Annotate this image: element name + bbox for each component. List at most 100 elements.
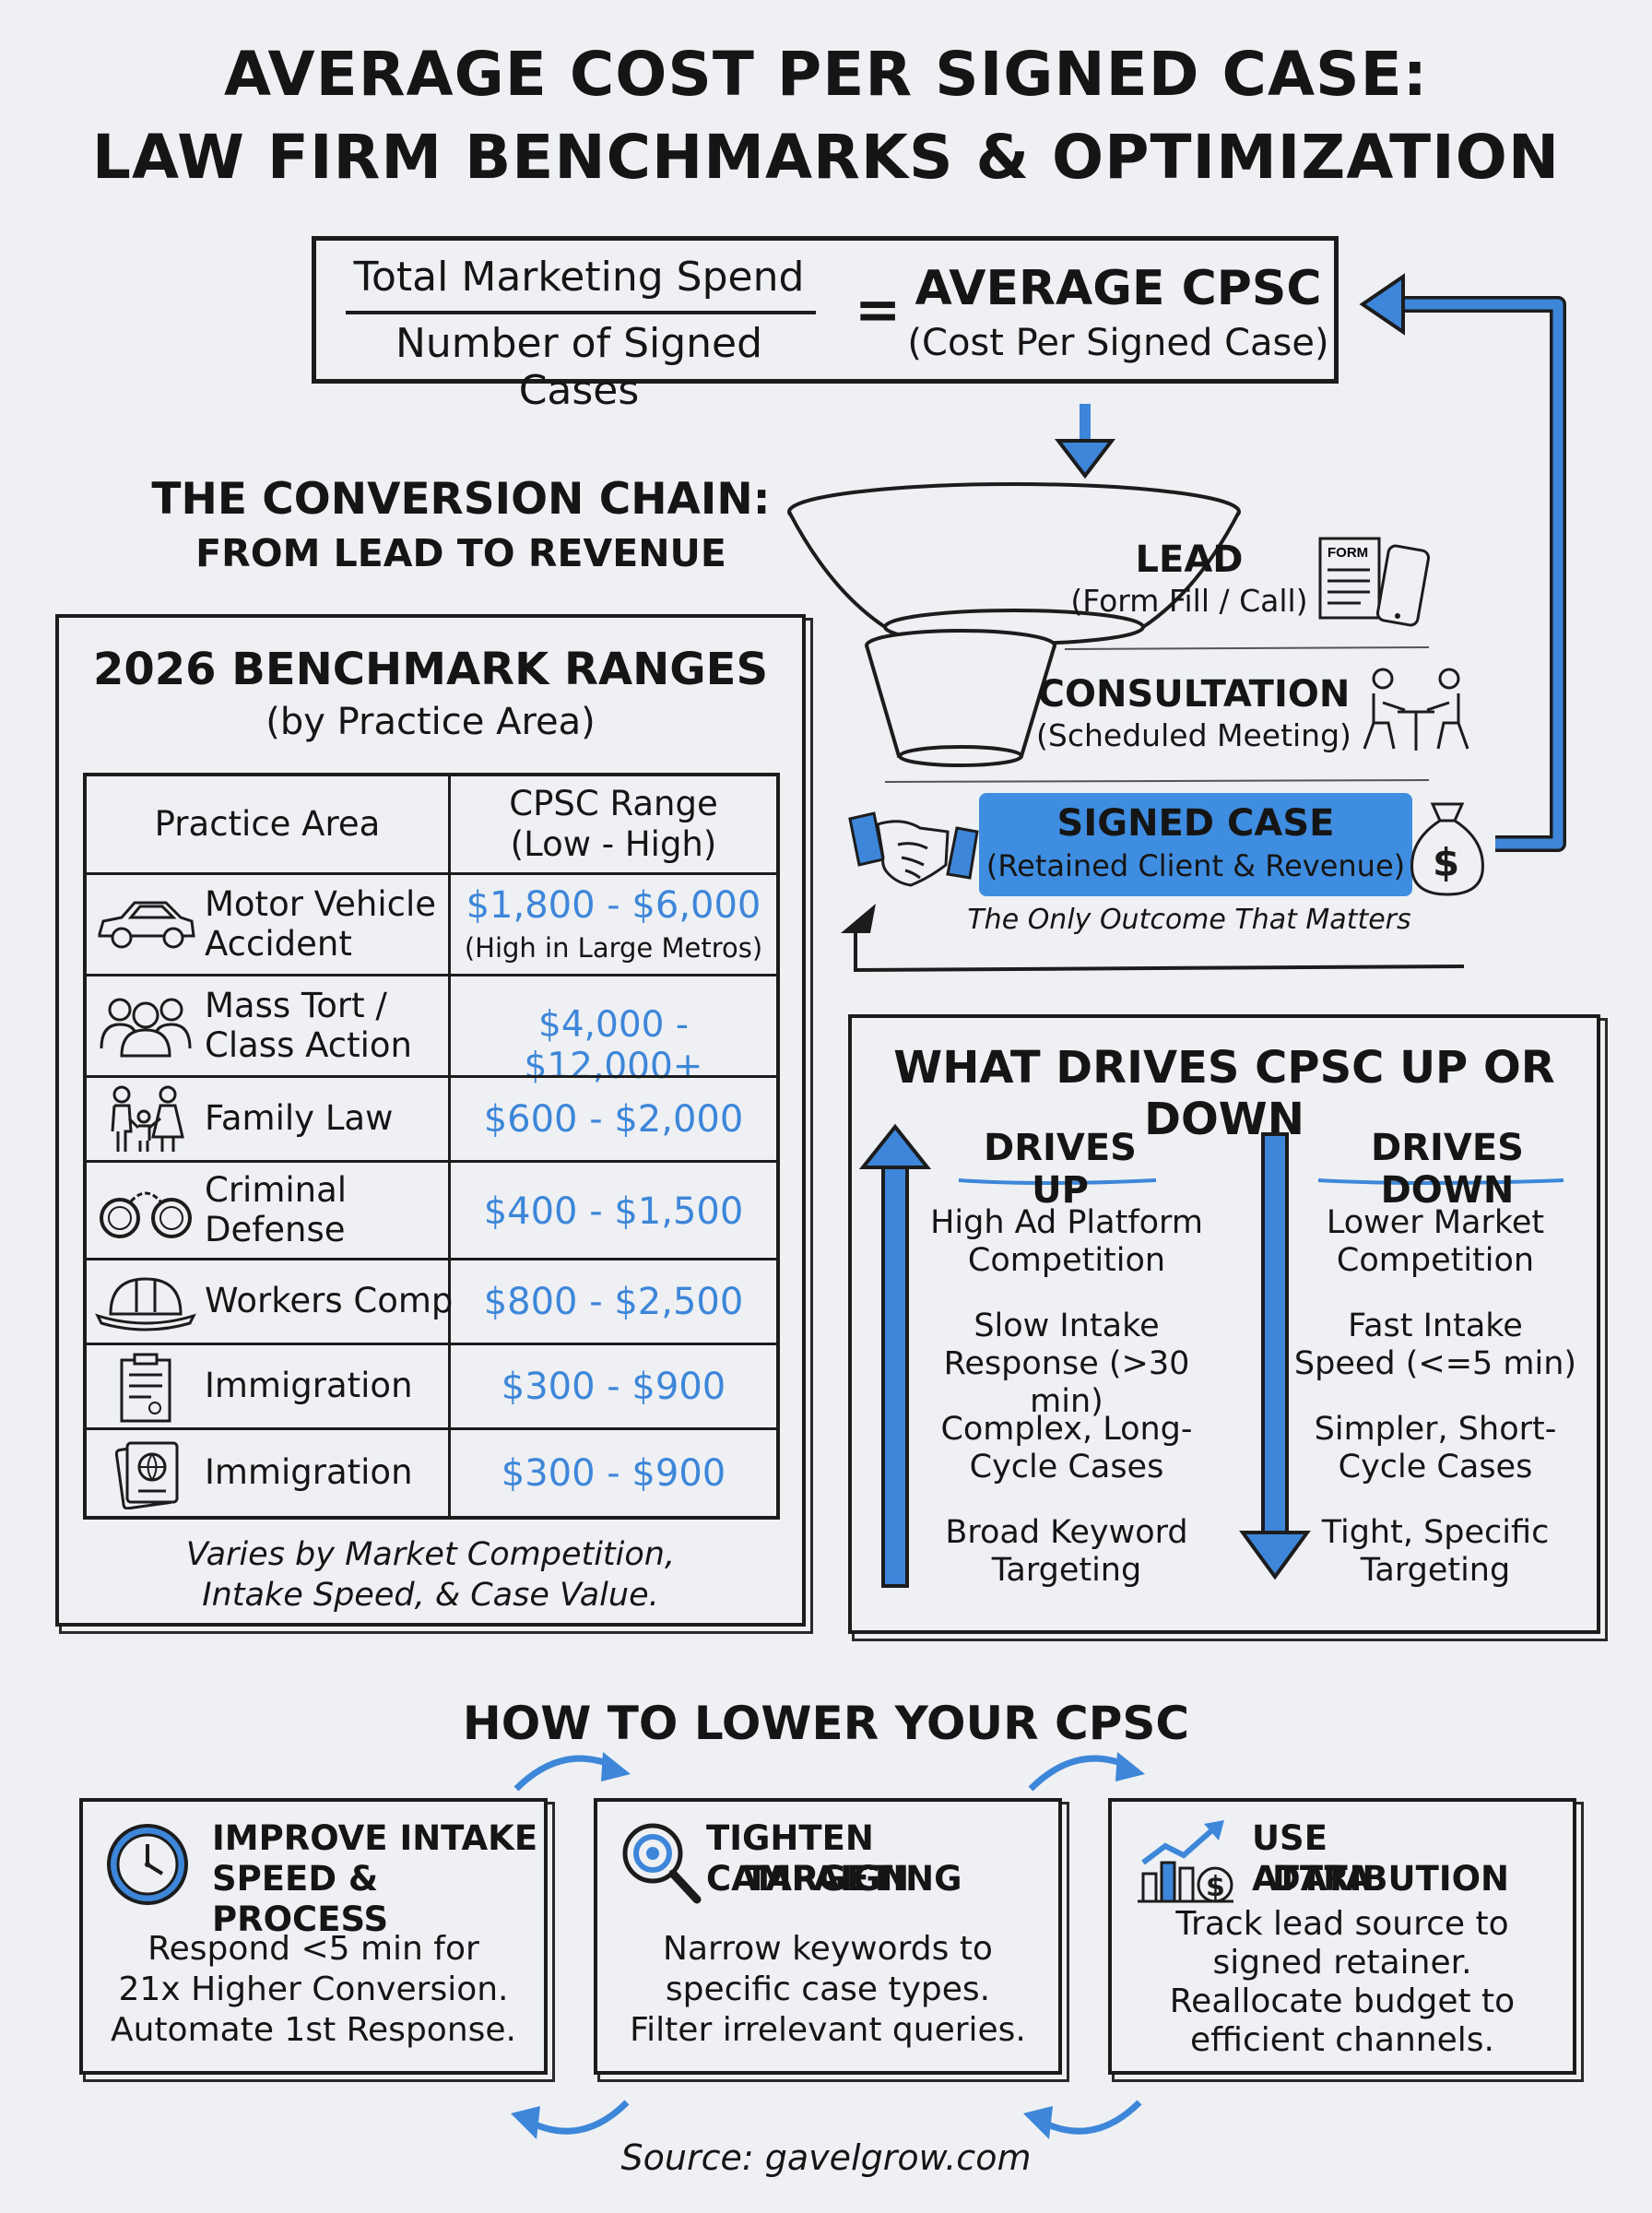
table-row: Criminal Defense $400 - $1,500 xyxy=(87,1160,776,1258)
car-icon xyxy=(98,901,195,949)
chain-heading: THE CONVERSION CHAIN: xyxy=(151,474,771,525)
area-label-line2: Class Action xyxy=(205,1025,412,1065)
stage-signed-sub: (Retained Client & Revenue) xyxy=(985,848,1406,883)
cycle-arrows xyxy=(511,1752,1145,2139)
loop-arrow-head xyxy=(1359,273,1405,336)
card-title: IMPROVE INTAKE xyxy=(212,1818,538,1858)
cpsc-range: $1,800 - $6,000 xyxy=(466,884,761,927)
col-header-range-sub: (Low - High) xyxy=(510,824,717,864)
table-row: Mass Tort / Class Action $4,000 - $12,00… xyxy=(87,974,776,1087)
formula-box: Total Marketing Spend Number of Signed C… xyxy=(312,236,1339,414)
down-arrow xyxy=(1054,439,1116,479)
table-row: Workers Comp $800 - $2,500 xyxy=(87,1258,776,1343)
signed-case-highlight xyxy=(979,793,1412,896)
table-row: Immigration $300 - $900 xyxy=(87,1343,776,1427)
card-title: TIGHTEN CAMPAIGN xyxy=(706,1818,910,1899)
formula-equals: = xyxy=(855,278,902,342)
title-line-2: LAW FIRM BENCHMARKS & OPTIMIZATION xyxy=(91,122,1561,193)
stage-lead-title: LEAD xyxy=(1135,538,1244,581)
chain-subheading: FROM LEAD TO REVENUE xyxy=(195,531,726,575)
area-label: Mass Tort / xyxy=(205,986,387,1025)
area-label: Criminal xyxy=(205,1170,348,1210)
stage-consultation-title: CONSULTATION xyxy=(1037,673,1351,716)
document-icon xyxy=(120,1353,171,1423)
clock-icon xyxy=(107,1824,188,1905)
formula-result: AVERAGE CPSC xyxy=(914,261,1322,316)
title-line-1: AVERAGE COST PER SIGNED CASE: xyxy=(223,39,1429,110)
area-label-line2: Defense xyxy=(205,1210,346,1249)
hardhat-icon xyxy=(95,1277,196,1331)
benchmark-footnote-1: Varies by Market Competition, xyxy=(185,1536,676,1573)
family-icon xyxy=(111,1085,184,1152)
cpsc-range: $800 - $2,500 xyxy=(483,1281,744,1323)
lower-heading: HOW TO LOWER YOUR CPSC xyxy=(462,1697,1190,1750)
passport-icon xyxy=(114,1441,179,1509)
handcuffs-icon xyxy=(100,1191,192,1238)
svg-text:$: $ xyxy=(1206,1871,1225,1903)
cpsc-range: $600 - $2,000 xyxy=(483,1098,744,1141)
card-targeting: TIGHTEN CAMPAIGN TARGETING Narrow keywor… xyxy=(594,1798,1062,2075)
benchmark-panel xyxy=(55,614,806,1627)
card-intake: IMPROVE INTAKE SPEED & PROCESS Respond <… xyxy=(79,1798,548,2075)
drives-up-heading: DRIVES UP xyxy=(984,1127,1137,1212)
card-title-line2: TARGETING xyxy=(745,1859,962,1899)
area-label: Family Law xyxy=(205,1098,394,1138)
table-column-divider xyxy=(448,776,451,1516)
cpsc-range: $300 - $900 xyxy=(501,1452,726,1495)
chart-icon: $ xyxy=(1138,1820,1233,1903)
area-label: Immigration xyxy=(205,1366,413,1405)
group-icon xyxy=(100,998,192,1058)
formula-result-sub: (Cost Per Signed Case) xyxy=(907,322,1329,364)
area-label-line2: Accident xyxy=(205,924,352,964)
area-label: Workers Comp xyxy=(205,1281,454,1320)
meeting-icon xyxy=(1363,668,1469,751)
area-label: Immigration xyxy=(205,1452,413,1492)
money-bag-icon: $ xyxy=(1410,802,1484,896)
fraction-bar xyxy=(346,311,816,314)
handshake-icon xyxy=(848,811,979,887)
svg-text:$: $ xyxy=(1433,840,1459,885)
formula-numerator: Total Marketing Spend xyxy=(353,254,805,301)
down-arrow-head xyxy=(1239,1531,1311,1580)
table-row: Immigration $300 - $900 xyxy=(87,1427,776,1516)
table-row: Motor Vehicle Accident $1,800 - $6,000 (… xyxy=(87,872,776,974)
cpsc-range: $400 - $1,500 xyxy=(483,1190,744,1233)
stage-signed-title: SIGNED CASE xyxy=(1056,802,1335,845)
benchmark-subtitle: (by Practice Area) xyxy=(266,701,596,743)
drives-down-item: Simpler, Short-Cycle Cases xyxy=(1314,1411,1557,1485)
formula-denominator: Number of Signed Cases xyxy=(395,320,763,414)
form-phone-icon: FORM xyxy=(1318,537,1431,627)
flow-graphics xyxy=(787,273,1566,973)
magnifier-icon xyxy=(622,1823,702,1904)
form-icon-label: FORM xyxy=(1328,545,1368,561)
card-title: USE ATTRIBUTION xyxy=(1252,1818,1510,1899)
card-title-line2: DATA xyxy=(1272,1859,1372,1899)
stage-lead-sub: (Form Fill / Call) xyxy=(1070,583,1308,619)
benchmark-footnote-2: Intake Speed, & Case Value. xyxy=(202,1577,659,1614)
drives-down-heading: DRIVES DOWN xyxy=(1371,1127,1524,1212)
stage-consultation-sub: (Scheduled Meeting) xyxy=(1036,717,1351,753)
col-header-range: CPSC Range xyxy=(509,784,718,823)
card-attribution: $ USE ATTRIBUTION DATA Track lead source… xyxy=(1108,1798,1576,2075)
benchmark-title: 2026 BENCHMARK RANGES xyxy=(92,644,769,695)
benchmark-table: Practice Area CPSC Range (Low - High) Mo… xyxy=(83,773,780,1520)
source-credit: Source: gavelgrow.com xyxy=(620,2137,1032,2178)
cpsc-range: $300 - $900 xyxy=(501,1366,726,1408)
drivers-panel xyxy=(848,1014,1600,1634)
chain-tagline: The Only Outcome That Matters xyxy=(967,904,1411,936)
cpsc-range: $4,000 - $12,000+ xyxy=(524,1004,703,1087)
drivers-arrows xyxy=(858,1123,1564,1588)
card-title-line2: SPEED & PROCESS xyxy=(212,1859,389,1939)
return-arrow-head xyxy=(841,904,876,933)
table-row: Family Law $600 - $2,000 xyxy=(87,1075,776,1160)
up-arrow-head xyxy=(858,1123,932,1169)
